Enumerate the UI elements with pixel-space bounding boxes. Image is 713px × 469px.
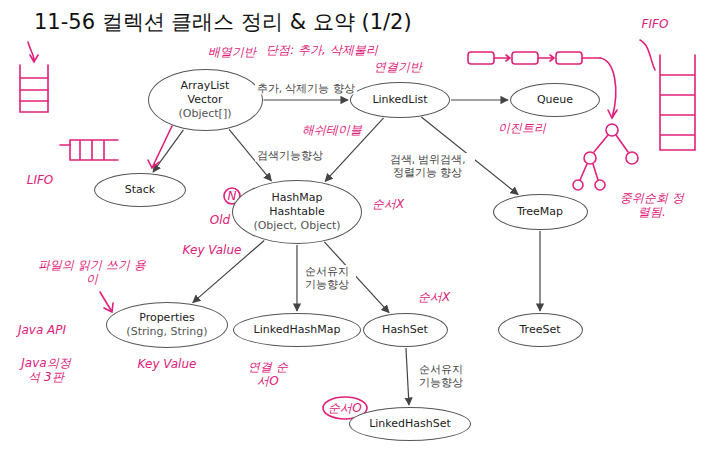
node-text: Hashtable — [269, 205, 325, 219]
handwritten-note: 단점: 추가, 삭제불리 — [266, 43, 378, 57]
collection-ellipse: HashMapHashtable(Object, Object) — [232, 180, 361, 244]
inheritance-arrow — [406, 348, 409, 405]
lifo-sketch — [70, 140, 118, 160]
node-text: Stack — [125, 183, 155, 197]
node-text: LinkedList — [372, 93, 427, 107]
handwritten-note: Java의정석 3판 — [16, 356, 76, 384]
collection-ellipse: Properties(String, String) — [106, 302, 228, 348]
tree-sketch — [573, 180, 583, 190]
handwritten-note: N — [228, 189, 237, 203]
inheritance-arrow — [153, 130, 183, 172]
node-text: (String, String) — [126, 325, 207, 339]
stack-sketch — [20, 65, 48, 112]
node-text: Properties — [139, 311, 195, 325]
node-text: HashMap — [272, 191, 323, 205]
handwritten-note: 해쉬테이블 — [302, 123, 362, 137]
handwritten-note: 순서X — [418, 290, 450, 304]
handwritten-note: Key Value — [138, 357, 197, 371]
handwritten-note: 순서O — [328, 401, 361, 415]
handwritten-note: 순서X — [372, 197, 404, 211]
collection-ellipse: LinkedHashSet — [349, 407, 471, 441]
node-text: TreeSet — [520, 323, 561, 337]
lifo-sketch — [60, 144, 70, 146]
node-text: LinkedHashMap — [254, 323, 341, 337]
tree-sketch — [580, 135, 628, 180]
collection-ellipse: LinkedHashMap — [233, 313, 362, 347]
queue-sketch — [556, 52, 582, 64]
handwritten-note: 연결 순서O — [248, 360, 288, 388]
inheritance-arrow — [539, 231, 540, 311]
inheritance-arrow — [451, 99, 508, 100]
node-text: Vector — [187, 93, 222, 107]
handwritten-note: 중위순회 정렬됨. — [617, 191, 687, 219]
handwritten-note: FIFO — [642, 17, 669, 31]
annotation-arrow — [100, 292, 113, 312]
stack-sketch — [20, 78, 48, 101]
handwritten-note: 배열기반 — [208, 45, 256, 59]
handwritten-note: Java API — [18, 323, 66, 337]
node-text: (Object, Object) — [253, 219, 340, 233]
handwritten-note: 이진트리 — [498, 121, 546, 135]
annotation-arrow — [600, 58, 617, 118]
collection-ellipse: TreeSet — [498, 313, 583, 347]
queue-sketch — [468, 52, 494, 64]
edge-label: 순서유지 기능향상 — [412, 363, 470, 389]
push-arrow — [28, 42, 38, 62]
node-text: Queue — [537, 93, 573, 107]
node-text: HashSet — [382, 323, 428, 337]
handwritten-note: Old — [210, 213, 230, 227]
collection-ellipse: LinkedList — [350, 82, 450, 118]
tree-sketch — [584, 152, 596, 164]
annotation-arrow — [148, 126, 172, 168]
node-text: ArrayList — [181, 79, 230, 93]
edge-label: 순서유지 기능향상 — [298, 265, 356, 291]
handwritten-note: 파일의 읽기 쓰기 용이 — [37, 258, 147, 286]
edge-label: 검색기능향상 — [255, 149, 325, 162]
tree-sketch — [595, 180, 605, 190]
tree-sketch — [626, 152, 638, 164]
annotation-arrow — [640, 40, 655, 70]
handwritten-note: Key Value — [183, 243, 242, 257]
inheritance-arrow — [264, 99, 349, 100]
handwritten-note: LIFO — [27, 173, 54, 187]
queue-sketch — [494, 55, 600, 61]
collection-ellipse: HashSet — [363, 313, 448, 347]
queue-sketch — [660, 55, 695, 150]
title: 11-56 컬렉션 클래스 정리 & 요약 (1/2) — [34, 8, 412, 36]
collection-ellipse: Stack — [94, 173, 186, 207]
queue-sketch — [512, 52, 538, 64]
tree-sketch — [606, 124, 618, 136]
collection-ellipse: Queue — [510, 83, 600, 117]
collection-ellipse: TreeMap — [493, 194, 588, 230]
edge-label: 검색, 범위검색, 정렬기능 향상 — [381, 153, 475, 179]
edge-label: 추가, 삭제기능 향상 — [255, 81, 357, 94]
node-text: (Object[]) — [179, 107, 232, 121]
node-text: TreeMap — [517, 205, 563, 219]
collection-ellipse: ArrayListVector(Object[]) — [148, 69, 263, 132]
node-text: LinkedHashSet — [369, 417, 451, 431]
handwritten-note: 연결기반 — [374, 60, 422, 74]
